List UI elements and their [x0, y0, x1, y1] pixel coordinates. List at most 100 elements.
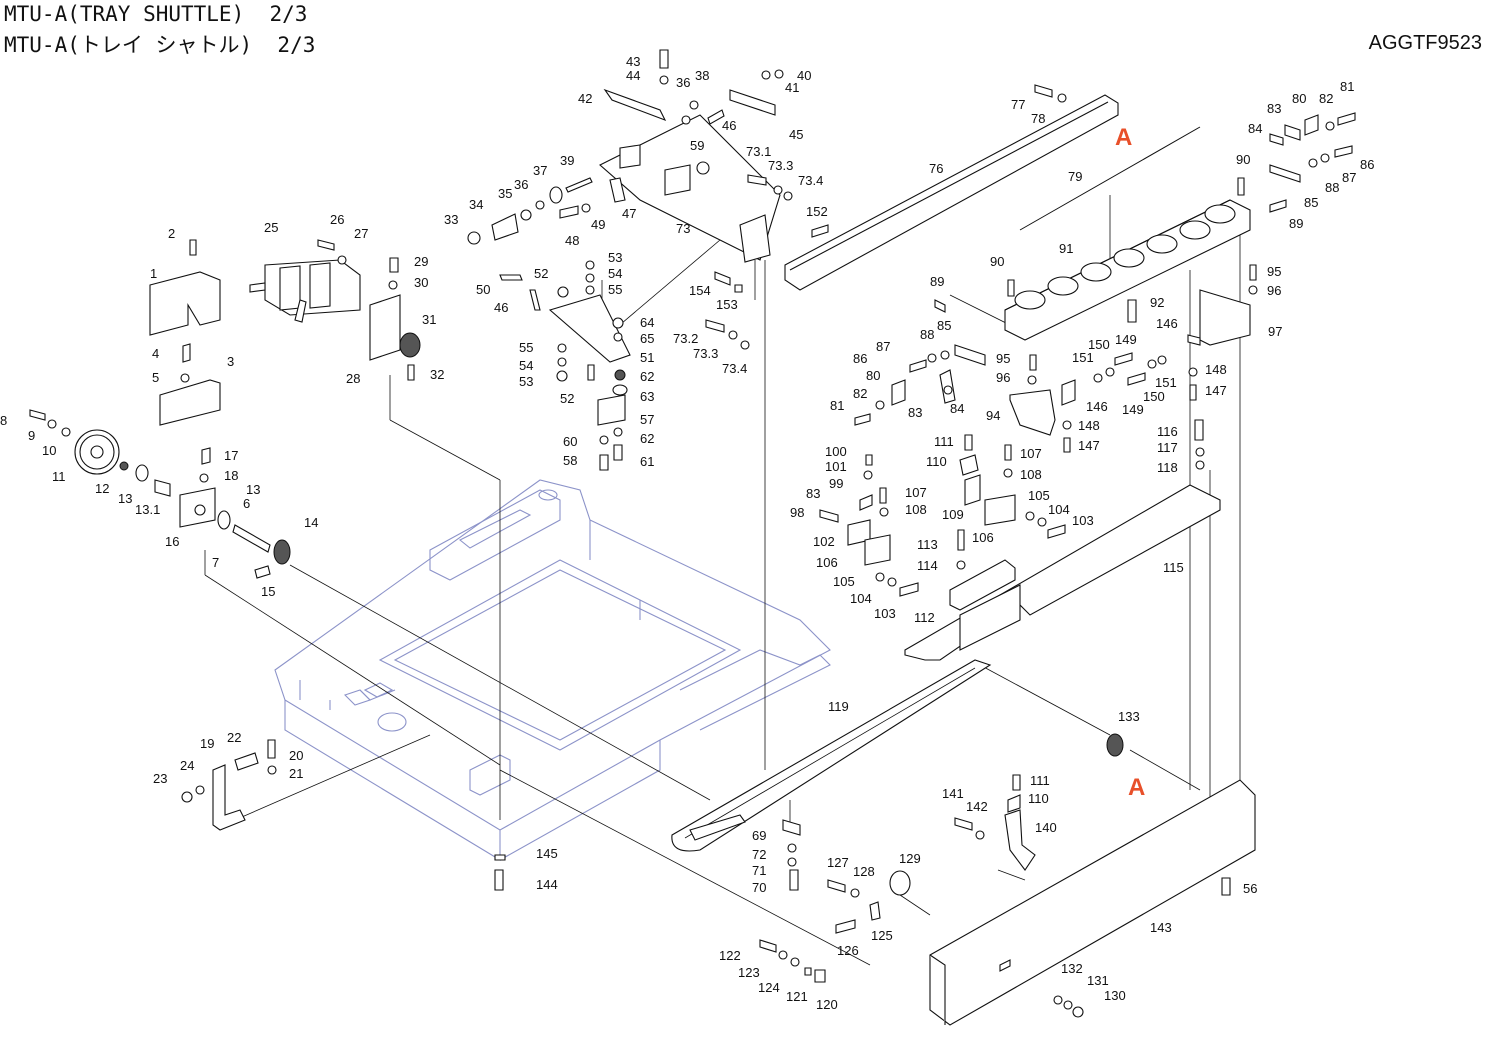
callout-119: 119: [828, 699, 849, 714]
cover-plate-1: [149, 271, 221, 336]
callout-126: 126: [837, 943, 859, 958]
callout-16: 16: [165, 534, 179, 549]
callout-80-a: 80: [1292, 91, 1306, 106]
callout-147-a: 147: [1205, 383, 1227, 398]
callout-53-a: 53: [608, 250, 622, 265]
callout-86-b: 86: [853, 351, 867, 366]
callout-96-a: 96: [1267, 283, 1281, 298]
callout-49: 49: [591, 217, 605, 232]
callout-85-a: 85: [1304, 195, 1318, 210]
callout-87-b: 87: [876, 339, 890, 354]
callout-78: 78: [1031, 111, 1045, 126]
callout-91: 91: [1059, 241, 1073, 256]
callout-27: 27: [354, 226, 368, 241]
callout-81-a: 81: [1340, 79, 1354, 94]
callout-118: 118: [1157, 460, 1178, 475]
callout-150-a: 150: [1088, 337, 1110, 352]
callout-89-a: 89: [1289, 216, 1303, 231]
callout-12: 12: [95, 481, 109, 496]
slide-rail-115: [904, 419, 1221, 661]
callout-18: 18: [224, 468, 238, 483]
tray-holder-91: [1004, 177, 1251, 341]
callout-151-b: 151: [1155, 375, 1177, 390]
callout-148-b: 148: [1078, 418, 1100, 433]
callout-2: 2: [168, 226, 175, 241]
callout-63: 63: [640, 389, 654, 404]
callout-112: 112: [914, 610, 935, 625]
callout-82-a: 82: [1319, 91, 1333, 106]
callout-28: 28: [346, 371, 360, 386]
callout-1: 1: [150, 266, 157, 281]
callout-6: 6: [243, 496, 250, 511]
callout-129: 129: [899, 851, 921, 866]
callout-45: 45: [789, 127, 803, 142]
callout-115: 115: [1163, 560, 1184, 575]
callout-23: 23: [153, 771, 167, 786]
callout-85-b: 85: [937, 318, 951, 333]
callout-73-3-a: 73.3: [768, 158, 793, 173]
callout-19: 19: [200, 736, 214, 751]
guide-rail-76: [784, 84, 1201, 291]
callout-61: 61: [640, 454, 654, 469]
callout-132: 132: [1061, 961, 1083, 976]
callout-100: 100: [825, 444, 847, 459]
callout-82-b: 82: [853, 386, 867, 401]
callout-7: 7: [212, 555, 219, 570]
callout-37: 37: [533, 163, 547, 178]
callout-113: 113: [917, 537, 938, 552]
callout-13-b: 13: [246, 482, 260, 497]
callout-149-b: 149: [1122, 402, 1144, 417]
callout-147-b: 147: [1078, 438, 1100, 453]
callout-42: 42: [578, 91, 592, 106]
callout-111-b: 111: [1030, 773, 1050, 788]
callout-94: 94: [986, 408, 1000, 423]
callout-50: 50: [476, 282, 490, 297]
callout-29: 29: [414, 254, 428, 269]
callout-30: 30: [414, 275, 428, 290]
callout-71: 71: [752, 863, 766, 878]
bracket-140: [1004, 809, 1036, 871]
callout-20: 20: [289, 748, 303, 763]
callout-labels: 1 2 3 4 5 6 7 8 9 10 11 12 13 13 13.1 14…: [0, 54, 1374, 1012]
callout-86-a: 86: [1360, 157, 1374, 172]
callout-108-b: 108: [905, 502, 927, 517]
callout-57: 57: [640, 412, 654, 427]
callout-47: 47: [622, 206, 636, 221]
callout-73-4-b: 73.4: [722, 361, 747, 376]
callout-123: 123: [738, 965, 760, 980]
callout-84-b: 84: [950, 401, 964, 416]
callout-48: 48: [565, 233, 579, 248]
pulley-31: [399, 332, 421, 358]
callout-55-a: 55: [608, 282, 622, 297]
callout-107-a: 107: [1020, 446, 1042, 461]
callout-104-b: 104: [850, 591, 872, 606]
callout-62-a: 62: [640, 369, 654, 384]
callout-35: 35: [498, 186, 512, 201]
callout-4: 4: [152, 346, 159, 361]
callout-109: 109: [942, 507, 964, 522]
callout-151-a: 151: [1072, 350, 1094, 365]
callout-53-b: 53: [519, 374, 533, 389]
callout-106-a: 106: [972, 530, 994, 545]
callout-142: 142: [966, 799, 988, 814]
callout-81-b: 81: [830, 398, 844, 413]
callout-79: 79: [1068, 169, 1082, 184]
callout-131: 131: [1087, 973, 1109, 988]
bracket-97: [1199, 289, 1251, 346]
callout-52-b: 52: [560, 391, 574, 406]
bracket-19: [181, 739, 506, 891]
callout-114: 114: [917, 558, 938, 573]
callout-116: 116: [1157, 424, 1178, 439]
callout-103-b: 103: [874, 606, 896, 621]
callout-73-3-b: 73.3: [693, 346, 718, 361]
callout-127: 127: [827, 855, 849, 870]
callout-8: 8: [0, 413, 7, 428]
callout-149-a: 149: [1115, 332, 1137, 347]
callout-83-a: 83: [1267, 101, 1281, 116]
callout-31: 31: [422, 312, 436, 327]
callout-55-b: 55: [519, 340, 533, 355]
callout-154: 154: [689, 283, 711, 298]
reference-mark-a-lower: A: [1128, 774, 1145, 801]
callout-87-a: 87: [1342, 170, 1356, 185]
